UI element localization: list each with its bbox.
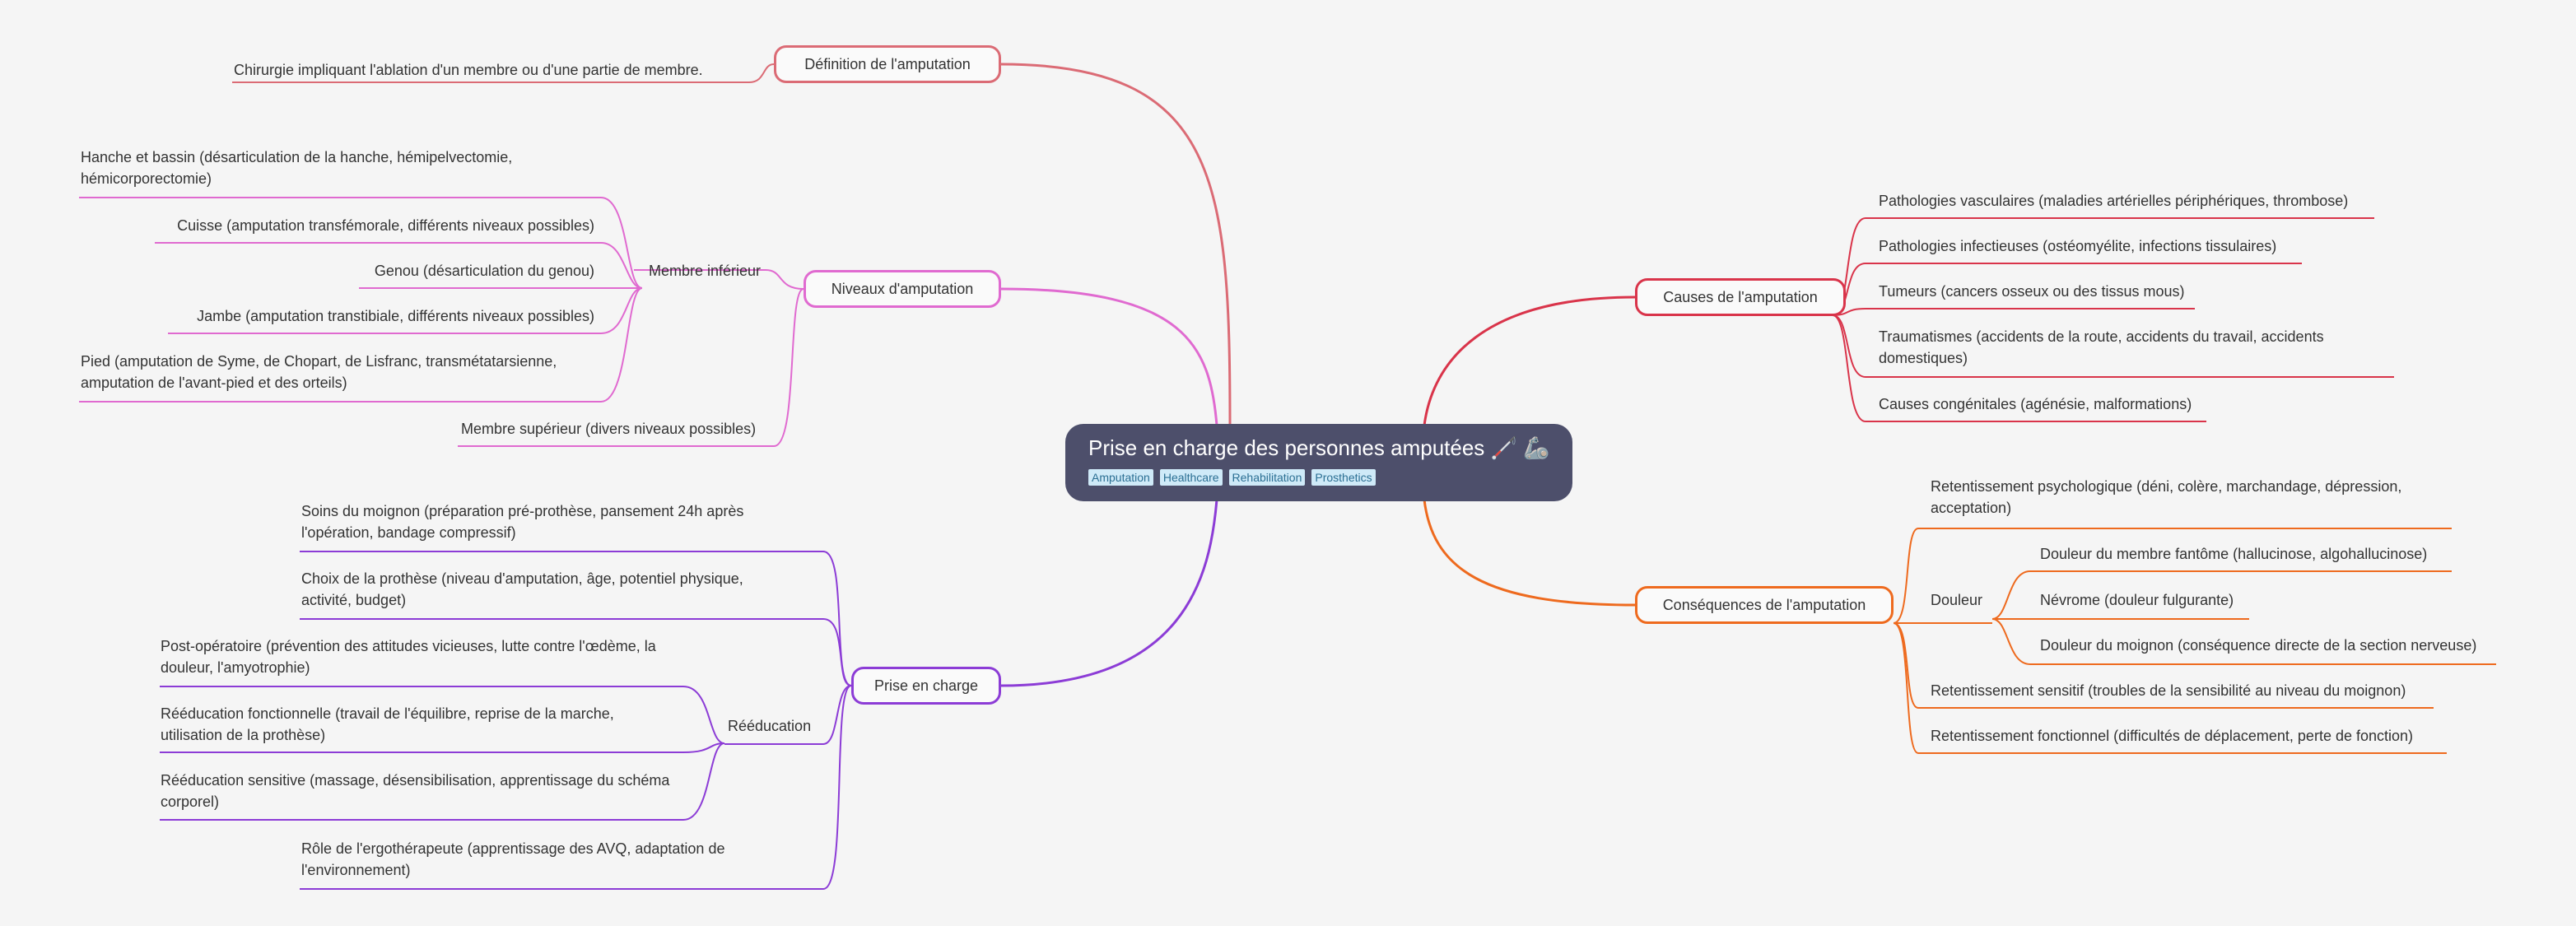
tag[interactable]: Amputation [1088,469,1153,486]
definition-text[interactable]: Chirurgie impliquant l'ablation d'un mem… [234,62,703,78]
topic-definition[interactable]: Définition de l'amputation [774,45,1001,83]
topic-consequences[interactable]: Conséquences de l'amputation [1635,586,1894,624]
cause-congenitale[interactable]: Causes congénitales (agénésie, malformat… [1879,396,2192,412]
cause-tumeurs[interactable]: Tumeurs (cancers osseux ou des tissus mo… [1879,283,2185,300]
niveau-genou[interactable]: Genou (désarticulation du genou) [374,263,594,279]
membre-superieur[interactable]: Membre supérieur (divers niveaux possibl… [461,421,757,437]
tag[interactable]: Healthcare [1159,469,1223,486]
root-title: Prise en charge des personnes amputées 🦯… [1088,435,1550,460]
reeducation[interactable]: Rééducation [728,718,812,734]
cause-infectieuse[interactable]: Pathologies infectieuses (ostéomyélite, … [1879,238,2277,254]
retentissement-fonctionnel[interactable]: Retentissement fonctionnel (difficultés … [1931,728,2414,744]
reeducation-fonctionnelle[interactable]: Rééducation fonctionnelle (travail de l'… [161,705,614,743]
retentissement-sensitif[interactable]: Retentissement sensitif (troubles de la … [1931,682,2406,699]
reeducation-sensitive[interactable]: Rééducation sensitive (massage, désensib… [161,772,670,810]
topic-prise-en-charge[interactable]: Prise en charge [851,667,1001,705]
cause-traumatismes[interactable]: Traumatismes (accidents de la route, acc… [1879,328,2324,366]
douleur-moignon[interactable]: Douleur du moignon (conséquence directe … [2040,637,2477,654]
douleur[interactable]: Douleur [1931,592,1983,608]
tag[interactable]: Rehabilitation [1228,469,1306,486]
niveau-hanche[interactable]: Hanche et bassin (désarticulation de la … [81,149,513,187]
role-ergotherapeute[interactable]: Rôle de l'ergothérapeute (apprentissage … [301,840,725,878]
retentissement-psychologique[interactable]: Retentissement psychologique (déni, colè… [1931,478,2402,516]
tag[interactable]: Prosthetics [1311,469,1376,486]
nevrome[interactable]: Névrome (douleur fulgurante) [2040,592,2234,608]
niveau-pied[interactable]: Pied (amputation de Syme, de Chopart, de… [81,353,557,391]
topic-niveaux[interactable]: Niveaux d'amputation [804,270,1001,308]
choix-prothese[interactable]: Choix de la prothèse (niveau d'amputatio… [301,570,743,608]
reeducation-post-operatoire[interactable]: Post-opératoire (prévention des attitude… [161,638,656,676]
membre-inferieur[interactable]: Membre inférieur [649,263,762,279]
soins-moignon[interactable]: Soins du moignon (préparation pré-prothè… [301,503,744,541]
niveau-cuisse[interactable]: Cuisse (amputation transfémorale, différ… [177,217,594,234]
tag-list: Amputation Healthcare Rehabilitation Pro… [1088,469,1549,486]
niveau-jambe[interactable]: Jambe (amputation transtibiale, différen… [197,308,594,324]
root-topic[interactable]: Prise en charge des personnes amputées 🦯… [1065,424,1572,501]
cause-vasculaire[interactable]: Pathologies vasculaires (maladies artéri… [1879,193,2349,209]
topic-causes[interactable]: Causes de l'amputation [1635,278,1846,316]
douleur-membre-fantome[interactable]: Douleur du membre fantôme (hallucinose, … [2040,546,2428,562]
